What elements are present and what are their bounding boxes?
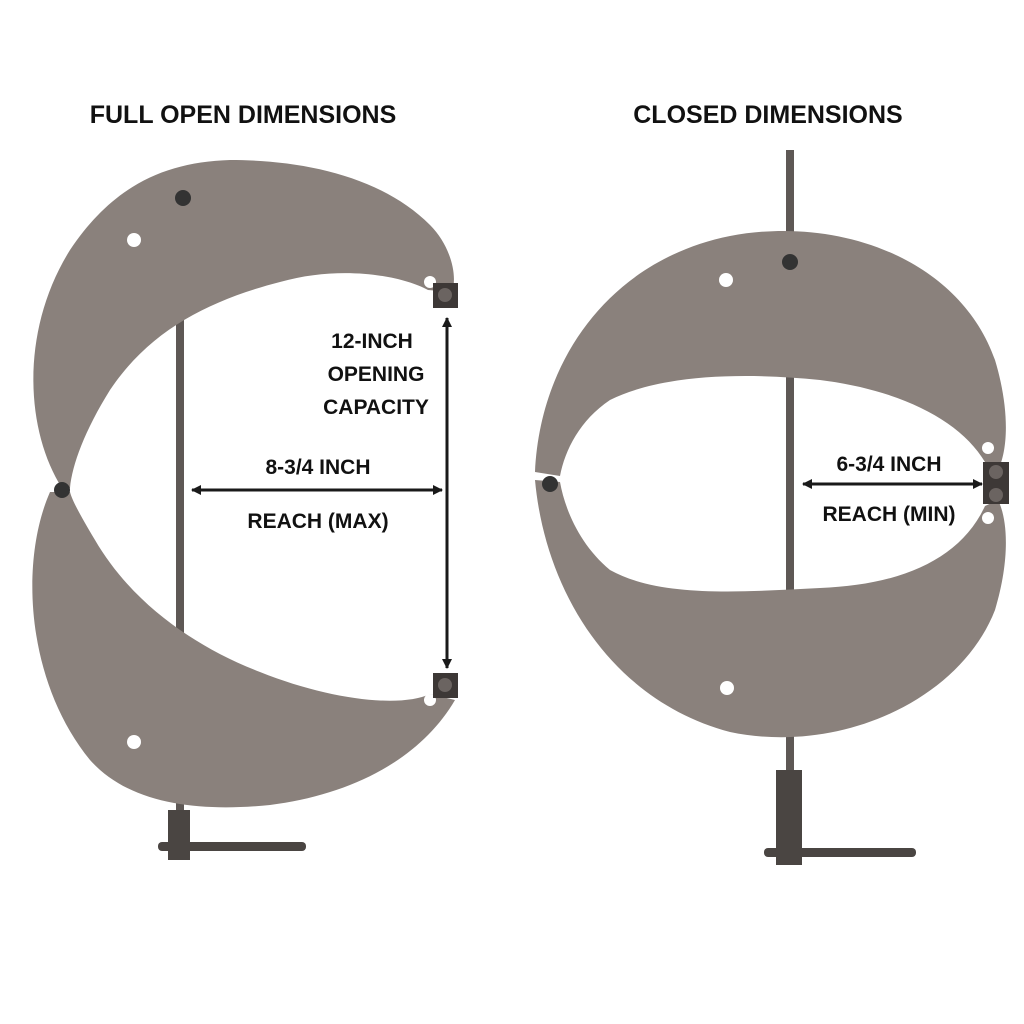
closed-hole <box>982 512 994 524</box>
closed-title: CLOSED DIMENSIONS <box>633 101 902 129</box>
closed-hole <box>719 273 733 287</box>
open-lower-jaw <box>32 492 455 808</box>
capacity-line-1: 12-INCH <box>331 330 413 353</box>
min-reach-label: REACH (MIN) <box>823 503 956 526</box>
closed-hole <box>982 442 994 454</box>
closed-screw-rod <box>786 150 794 860</box>
min-reach-value: 6-3/4 INCH <box>836 453 941 476</box>
closed-hole <box>720 681 734 695</box>
open-lower-pad-button <box>438 678 452 692</box>
open-upper-pad-button <box>438 288 452 302</box>
closed-upper-pivot <box>782 254 798 270</box>
open-title: FULL OPEN DIMENSIONS <box>90 101 397 129</box>
open-hinge-pin <box>54 482 70 498</box>
closed-hinge-pin <box>542 476 558 492</box>
closed-t-handle <box>764 848 916 857</box>
closed-lower-pad-button <box>989 488 1003 502</box>
open-screw-rod <box>176 300 184 860</box>
open-t-handle <box>158 842 306 851</box>
open-upper-pivot <box>175 190 191 206</box>
max-reach-value: 8-3/4 INCH <box>265 456 370 479</box>
closed-upper-jaw <box>535 230 1006 476</box>
closed-upper-pad-button <box>989 465 1003 479</box>
capacity-line-3: CAPACITY <box>323 396 429 419</box>
max-reach-label: REACH (MAX) <box>247 510 388 533</box>
open-clamp <box>32 160 458 860</box>
open-hole <box>127 735 141 749</box>
capacity-line-2: OPENING <box>328 363 425 386</box>
closed-clamp <box>535 150 1009 865</box>
open-screw-housing <box>168 810 190 860</box>
closed-lower-jaw <box>535 480 1006 738</box>
open-hole <box>127 233 141 247</box>
open-upper-jaw <box>33 160 454 488</box>
